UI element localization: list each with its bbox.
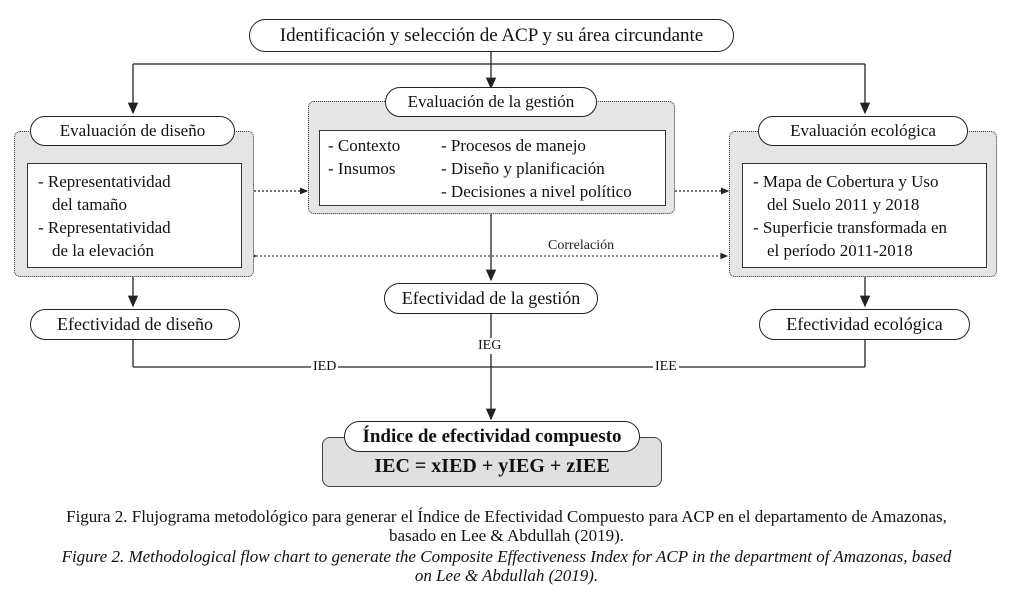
- design-item-3: - Representatividad: [38, 218, 171, 237]
- management-inputs: - Insumos: [328, 159, 396, 178]
- design-item-1: - Representatividad: [38, 172, 171, 191]
- caption-en-line1: Figure 2. Methodological flow chart to g…: [61, 547, 952, 566]
- design-item-2: del tamaño: [52, 195, 128, 214]
- ecology-item-4: el período 2011-2018: [767, 241, 913, 260]
- top-process-box: Identificación y selección de ACP y su á…: [249, 19, 734, 52]
- caption-spanish: Figura 2. Flujograma metodológico para g…: [10, 507, 1003, 545]
- ecology-item-2: del Suelo 2011 y 2018: [767, 195, 920, 214]
- caption-es-line2: basado en Lee & Abdullah (2019).: [388, 526, 625, 545]
- ecology-item-3: - Superficie transformada en: [753, 218, 947, 237]
- management-item-3: - Decisiones a nivel político: [441, 182, 632, 201]
- ied-tag: IED: [311, 359, 339, 375]
- correlation-label: Correlación: [548, 238, 615, 253]
- management-item-2: - Diseño y planificación: [441, 159, 605, 178]
- design-evaluation-header: Evaluación de diseño: [30, 116, 235, 146]
- management-context: - Contexto: [328, 136, 401, 155]
- management-evaluation-header: Evaluación de la gestión: [385, 87, 597, 117]
- ecological-criteria-box: - Mapa de Cobertura y Uso del Suelo 2011…: [742, 163, 987, 268]
- design-criteria-box: - Representatividad del tamaño - Represe…: [27, 163, 242, 268]
- caption-en-line2: on Lee & Abdullah (2019).: [414, 566, 599, 585]
- ecological-evaluation-header: Evaluación ecológica: [758, 116, 968, 146]
- management-item-1: - Procesos de manejo: [441, 136, 586, 155]
- caption-english: Figure 2. Methodological flow chart to g…: [10, 547, 1003, 585]
- composite-index-title: Índice de efectividad compuesto: [344, 421, 640, 452]
- iee-tag: IEE: [653, 359, 679, 375]
- management-criteria-box: - Contexto - Insumos - Procesos de manej…: [319, 130, 666, 206]
- ieg-tag: IEG: [476, 338, 504, 354]
- ecology-item-1: - Mapa de Cobertura y Uso: [753, 172, 939, 191]
- management-effectiveness-box: Efectividad de la gestión: [384, 283, 598, 314]
- composite-index-formula: IEC = xIED + yIEG + zIEE: [374, 454, 610, 477]
- caption-es-line1: Figura 2. Flujograma metodológico para g…: [66, 507, 947, 526]
- design-item-4: de la elevación: [52, 241, 154, 260]
- design-effectiveness-box: Efectividad de diseño: [30, 309, 240, 340]
- ecological-effectiveness-box: Efectividad ecológica: [759, 309, 970, 340]
